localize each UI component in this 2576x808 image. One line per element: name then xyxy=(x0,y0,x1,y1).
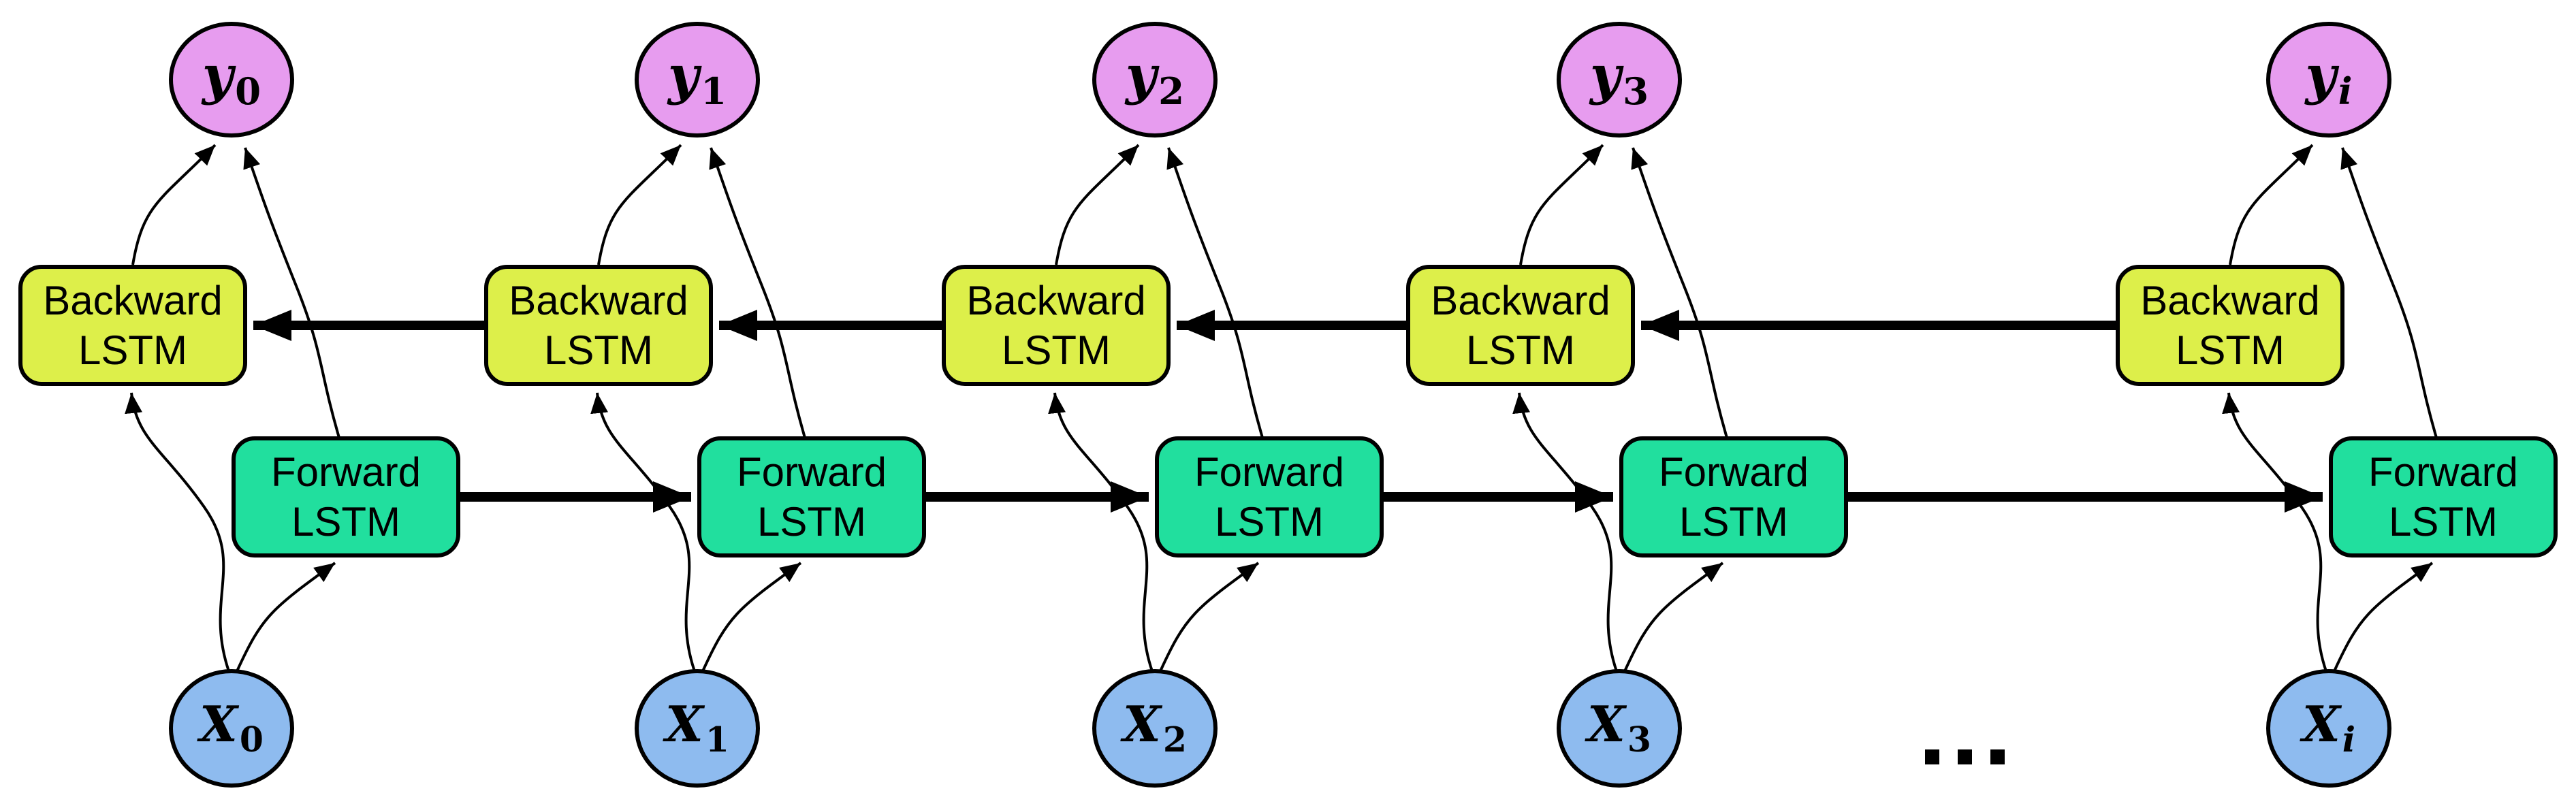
input-label-xi: Xi xyxy=(2302,694,2356,760)
edge-backward-to-output-i xyxy=(2229,144,2314,265)
edge-input-to-backward-3 xyxy=(1512,392,1618,672)
input-label-x0: X0 xyxy=(200,694,264,760)
column-0-edges xyxy=(125,144,340,672)
output-label-yi: yi xyxy=(2305,44,2353,114)
forward-lstm-label-line1: Forward xyxy=(2368,449,2519,495)
output-node-y0: y0 xyxy=(169,22,294,138)
forward-lstm-label-line2: LSTM xyxy=(2388,499,2498,545)
edge-backward-to-output-1 xyxy=(597,144,682,265)
column-3-edges xyxy=(1512,144,1728,672)
output-node-yi: yi xyxy=(2266,22,2391,138)
edge-input-to-backward-1 xyxy=(590,392,696,672)
input-label-x1: X1 xyxy=(665,694,729,760)
output-node-y1: y1 xyxy=(635,22,760,138)
edge-input-to-forward-i xyxy=(2333,562,2434,672)
column-i-edges xyxy=(2222,144,2438,672)
backward-lstm-label-line2: LSTM xyxy=(78,327,188,373)
edge-forward-to-output-2 xyxy=(1166,147,1264,438)
backward-lstm-label-line1: Backward xyxy=(509,277,688,323)
forward-lstm-box-i: Forward LSTM xyxy=(2329,436,2558,557)
column-1-edges xyxy=(590,144,806,672)
ellipsis-dot xyxy=(1990,749,2005,764)
backward-lstm-box-3: Backward LSTM xyxy=(1406,265,1635,386)
backward-lstm-label-line2: LSTM xyxy=(543,327,654,373)
forward-lstm-label-line2: LSTM xyxy=(1214,499,1324,545)
forward-lstm-label-line1: Forward xyxy=(1658,449,1809,495)
backward-lstm-label-line1: Backward xyxy=(2140,277,2320,323)
edge-input-to-backward-i xyxy=(2222,392,2327,672)
forward-lstm-label-line2: LSTM xyxy=(291,499,401,545)
output-label-y3: y3 xyxy=(1589,44,1649,114)
backward-lstm-label-line2: LSTM xyxy=(1001,327,1111,373)
output-label-y0: y0 xyxy=(202,44,261,114)
ellipsis-dot xyxy=(1958,749,1972,764)
forward-lstm-label-line1: Forward xyxy=(736,449,887,495)
output-label-y1: y1 xyxy=(667,44,727,114)
edge-forward-to-output-i xyxy=(2340,147,2438,438)
backward-lstm-label-line2: LSTM xyxy=(2175,327,2285,373)
edge-input-to-backward-0 xyxy=(125,392,230,672)
edge-forward-to-output-0 xyxy=(243,147,340,438)
backward-lstm-label-line1: Backward xyxy=(1431,277,1610,323)
input-label-x2: X2 xyxy=(1123,694,1187,760)
backward-lstm-box-2: Backward LSTM xyxy=(942,265,1171,386)
output-node-y3: y3 xyxy=(1557,22,1682,138)
forward-lstm-label-line1: Forward xyxy=(1194,449,1345,495)
backward-lstm-label-line1: Backward xyxy=(966,277,1146,323)
backward-lstm-box-0: Backward LSTM xyxy=(18,265,247,386)
forward-lstm-box-0: Forward LSTM xyxy=(232,436,460,557)
ellipsis xyxy=(1925,749,2005,764)
edge-forward-to-output-1 xyxy=(709,147,806,438)
forward-lstm-box-2: Forward LSTM xyxy=(1155,436,1384,557)
edge-input-to-backward-2 xyxy=(1048,392,1154,672)
forward-lstm-box-1: Forward LSTM xyxy=(697,436,926,557)
column-2-edges xyxy=(1048,144,1264,672)
backward-lstm-box-i: Backward LSTM xyxy=(2116,265,2344,386)
input-node-x2: X2 xyxy=(1092,669,1218,788)
backward-lstm-box-1: Backward LSTM xyxy=(484,265,713,386)
input-node-x0: X0 xyxy=(169,669,294,788)
input-node-x1: X1 xyxy=(635,669,760,788)
forward-lstm-label-line1: Forward xyxy=(270,449,422,495)
edge-forward-to-output-3 xyxy=(1631,147,1728,438)
edge-input-to-forward-2 xyxy=(1159,562,1260,672)
input-label-x3: X3 xyxy=(1587,694,1651,760)
edge-backward-to-output-0 xyxy=(131,144,217,265)
ellipsis-dot xyxy=(1925,749,1939,764)
input-node-xi: Xi xyxy=(2266,669,2391,788)
edge-backward-to-output-2 xyxy=(1055,144,1140,265)
forward-lstm-label-line2: LSTM xyxy=(757,499,867,545)
output-label-y2: y2 xyxy=(1125,44,1185,114)
edge-backward-to-output-3 xyxy=(1519,144,1604,265)
backward-lstm-label-line1: Backward xyxy=(43,277,223,323)
input-node-x3: X3 xyxy=(1557,669,1682,788)
output-node-y2: y2 xyxy=(1092,22,1218,138)
edge-input-to-forward-1 xyxy=(701,562,802,672)
edge-input-to-forward-0 xyxy=(236,562,336,672)
forward-lstm-box-3: Forward LSTM xyxy=(1619,436,1848,557)
forward-lstm-label-line2: LSTM xyxy=(1679,499,1789,545)
edge-input-to-forward-3 xyxy=(1623,562,1724,672)
backward-lstm-label-line2: LSTM xyxy=(1465,327,1576,373)
